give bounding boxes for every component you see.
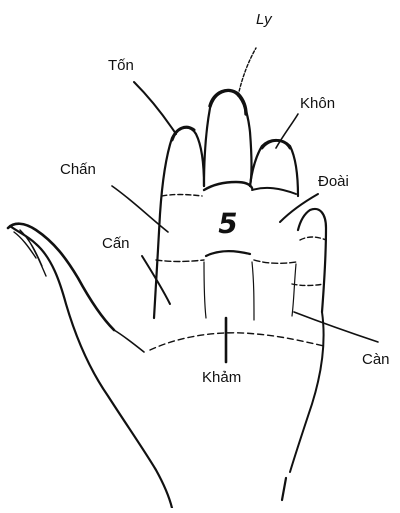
label-kham: Khảm bbox=[202, 370, 241, 385]
label-chan: Chấn bbox=[60, 162, 96, 177]
palm-right-edge bbox=[290, 312, 324, 472]
label-can-right: Càn bbox=[362, 352, 390, 367]
ring-crease-lower bbox=[254, 260, 296, 263]
label-khon: Khôn bbox=[300, 96, 335, 111]
middle-crease-upper bbox=[204, 182, 252, 190]
index-crease-lower bbox=[156, 260, 204, 262]
label-ly: Ly bbox=[256, 12, 272, 27]
palm-base-crease bbox=[150, 333, 324, 350]
label-doai: Đoài bbox=[318, 174, 349, 189]
thumb-shading bbox=[14, 230, 46, 276]
leader-ly bbox=[238, 48, 256, 96]
middle-finger-tip bbox=[210, 90, 246, 114]
index-crease-upper bbox=[162, 195, 202, 197]
leader-ton bbox=[134, 82, 176, 134]
leader-doai bbox=[280, 194, 318, 222]
finger-gap-line-1 bbox=[204, 262, 206, 318]
ring-crease-upper bbox=[252, 188, 296, 194]
palm-outline bbox=[10, 226, 172, 508]
little-finger-outline bbox=[298, 209, 326, 312]
little-crease-lower bbox=[292, 284, 324, 286]
wrist-mark bbox=[282, 478, 286, 500]
thumb-outline bbox=[8, 224, 114, 330]
finger-gap-line-2 bbox=[252, 262, 254, 320]
finger-gap-line-3 bbox=[292, 264, 296, 316]
label-can-left: Cấn bbox=[102, 236, 130, 251]
little-crease-upper bbox=[300, 237, 326, 240]
label-ton: Tốn bbox=[108, 58, 134, 73]
middle-crease-lower bbox=[206, 251, 250, 256]
thumb-inner-line bbox=[114, 330, 144, 352]
leader-can-right bbox=[294, 312, 378, 342]
